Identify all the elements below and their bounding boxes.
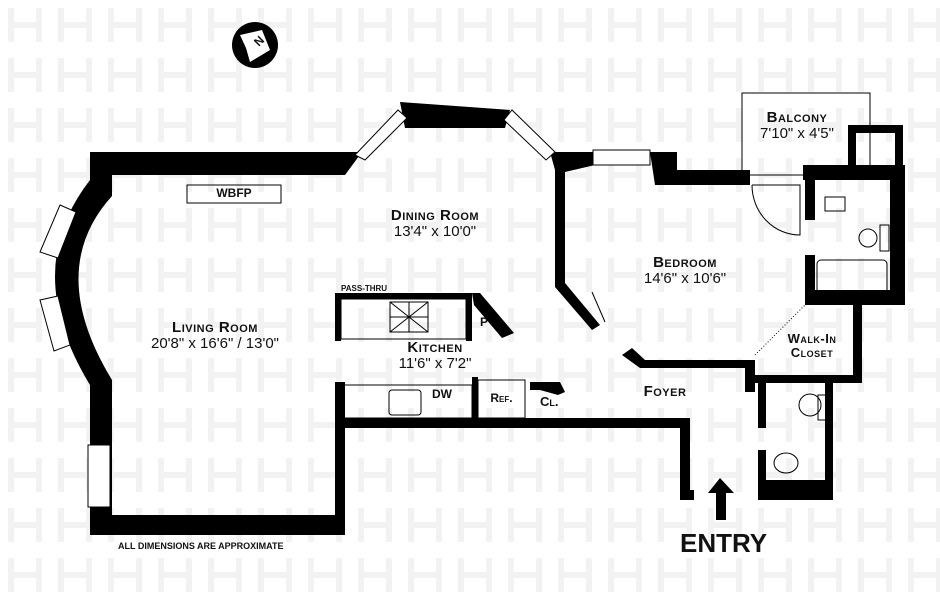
room-name: Living Room <box>172 319 258 336</box>
living-room-label: Living Room 20'8" x 16'6" / 13'0" <box>120 320 310 352</box>
pantry-label: P <box>480 315 489 329</box>
window <box>39 204 77 259</box>
window <box>503 109 556 161</box>
refrigerator-label: Ref. <box>490 391 513 405</box>
coat-closet-label: Cl. <box>540 394 559 409</box>
room-dims: 14'6" x 10'6" <box>643 269 727 287</box>
bedroom-label: Bedroom 14'6" x 10'6" <box>605 255 765 287</box>
toilet-tank <box>817 394 827 421</box>
bathtub-icon <box>816 259 888 296</box>
window <box>39 295 71 352</box>
dining-room-label: Dining Room 13'4" x 10'0" <box>360 208 510 240</box>
sink-icon <box>824 196 846 212</box>
toilet-icon <box>798 393 822 417</box>
kitchen-counter-south <box>340 384 473 419</box>
refrigerator <box>477 379 526 419</box>
entry-arrow-icon <box>708 478 734 520</box>
kitchen-label: Kitchen 11'6" x 7'2" <box>375 340 495 372</box>
room-name: Dining Room <box>390 207 480 224</box>
room-dims: 7'10" x 4'5" <box>760 124 834 142</box>
kitchen-counter <box>340 298 467 340</box>
sink-icon <box>773 452 799 474</box>
fireplace-label: WBFP <box>216 186 252 200</box>
toilet-tank <box>879 224 890 252</box>
walk-in-closet-label: Walk-In Closet <box>787 331 837 360</box>
balcony-outline <box>741 92 871 176</box>
room-dims: 11'6" x 7'2" <box>398 354 472 372</box>
pass-thru-label: PASS-THRU <box>341 284 388 293</box>
window <box>87 444 111 508</box>
window <box>592 149 651 166</box>
room-name: Balcony <box>766 109 828 126</box>
door-swing <box>751 184 801 236</box>
windows <box>39 109 651 508</box>
window <box>354 109 408 161</box>
dishwasher-label: DW <box>432 387 452 401</box>
foyer-label: Foyer <box>643 383 687 400</box>
room-name: Bedroom <box>653 254 717 271</box>
room-name: Kitchen <box>407 339 463 356</box>
balcony-label: Balcony 7'10" x 4'5" <box>742 110 852 142</box>
fireplace-hearth <box>186 184 282 204</box>
room-dims: 20'8" x 16'6" / 13'0" <box>151 334 279 352</box>
footnote: ALL DIMENSIONS ARE APPROXIMATE <box>118 541 284 551</box>
fixtures <box>186 92 890 474</box>
room-dims: 13'4" x 10'0" <box>393 222 477 240</box>
compass-icon <box>232 22 278 68</box>
entry-label: ENTRY <box>680 528 768 558</box>
sink-icon <box>388 389 422 416</box>
toilet-icon <box>858 228 878 248</box>
window <box>591 291 606 323</box>
